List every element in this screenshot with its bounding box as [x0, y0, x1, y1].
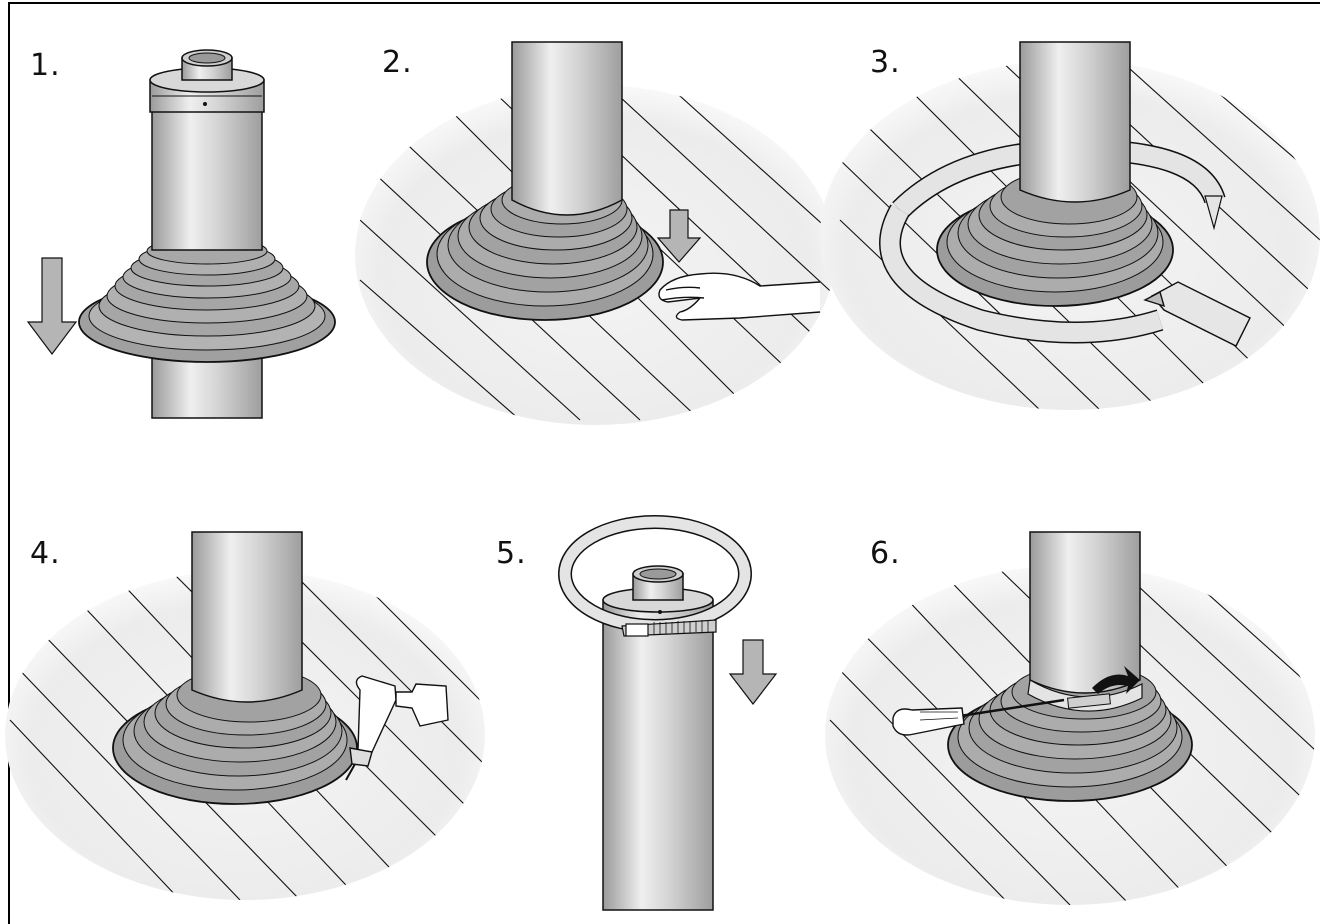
- pipe-upper: [151, 109, 263, 251]
- pipe: [1029, 531, 1141, 694]
- step-6-pictogram: [825, 531, 1315, 905]
- step-number-6: 6.: [870, 536, 901, 571]
- rotate-arrow-icon: [1092, 666, 1140, 694]
- caulking-gun-icon: [345, 675, 449, 781]
- caulk-tube-icon: [1143, 281, 1251, 347]
- hand-icon: [658, 272, 821, 321]
- clamp-band: [1027, 679, 1143, 712]
- curved-arrow-icon: [1204, 195, 1223, 231]
- step-5-pictogram: [558, 515, 778, 911]
- flashing-cone: [78, 237, 336, 363]
- step-number-4: 4.: [30, 536, 61, 571]
- pipe: [602, 609, 714, 911]
- flashing-cone: [947, 664, 1193, 802]
- screwdriver-icon: [892, 698, 1065, 736]
- step-number-3: 3.: [870, 45, 901, 80]
- pipe: [511, 41, 623, 216]
- step-1-pictogram: [26, 49, 336, 419]
- step-2-pictogram: [355, 41, 835, 425]
- figure-frame: [8, 2, 1320, 924]
- down-arrow-icon: [656, 209, 702, 263]
- pipe: [1019, 41, 1131, 203]
- pipe: [191, 531, 303, 703]
- step-number-5: 5.: [496, 536, 527, 571]
- step-4-pictogram: [5, 531, 485, 900]
- down-arrow-icon: [728, 639, 778, 705]
- step-number-2: 2.: [382, 45, 413, 80]
- down-arrow-icon: [26, 257, 78, 355]
- step-number-1: 1.: [30, 48, 61, 83]
- step-3-pictogram: [820, 41, 1320, 410]
